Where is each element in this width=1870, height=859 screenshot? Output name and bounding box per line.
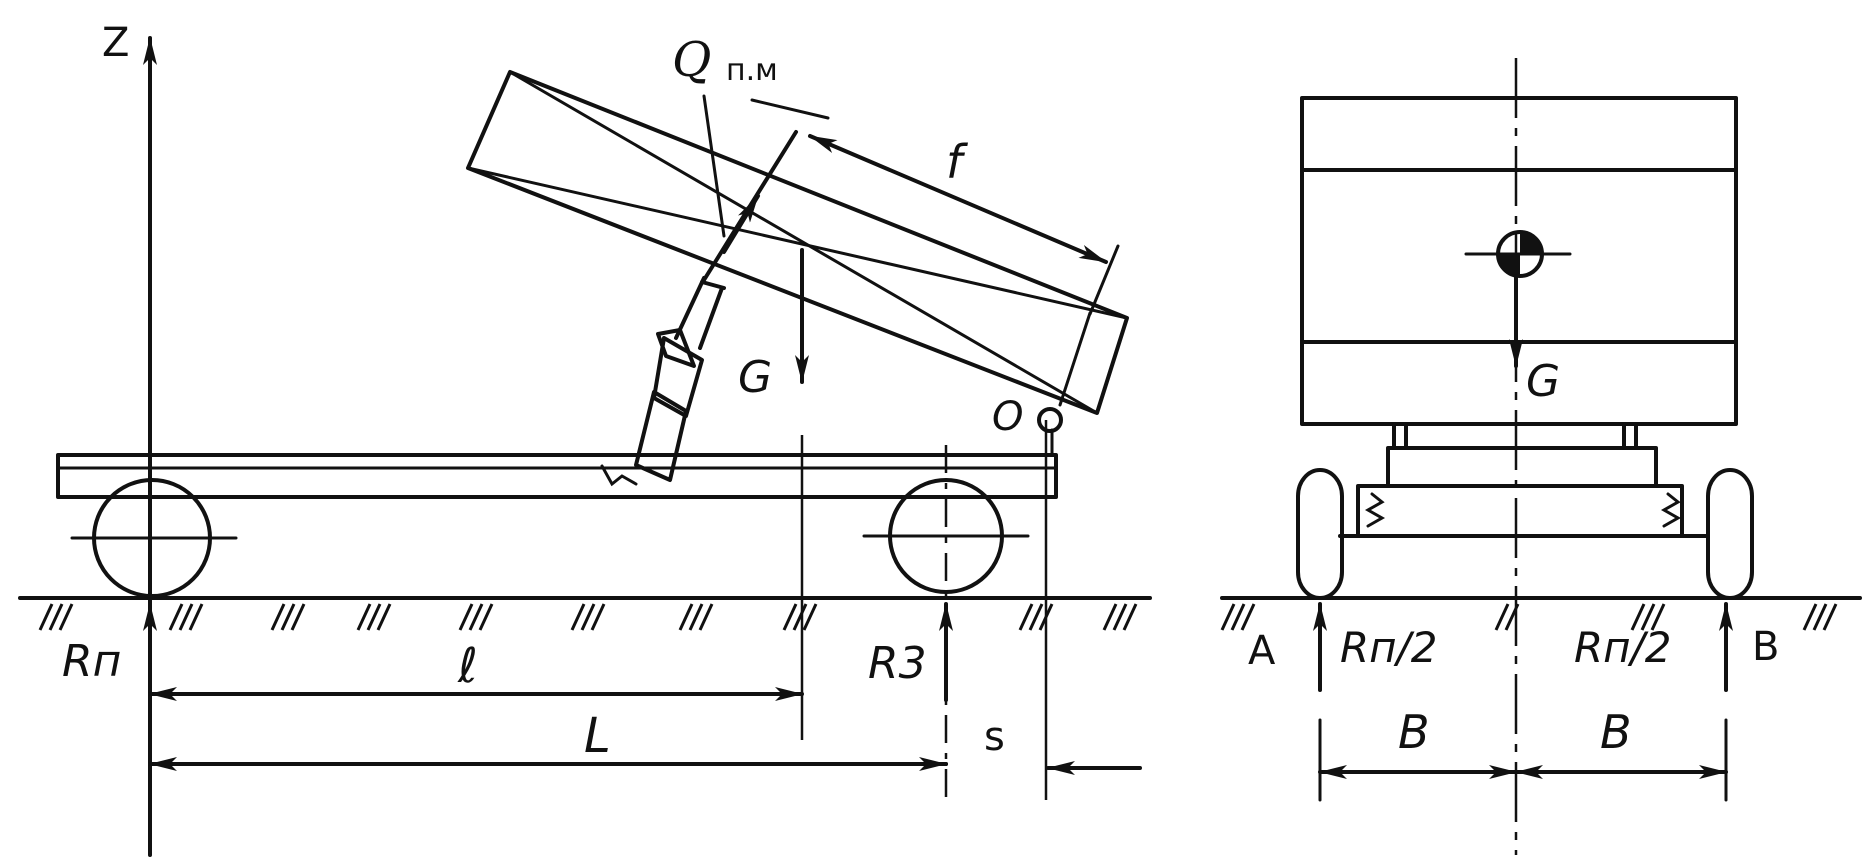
force-q-label: Q [672, 32, 711, 88]
rear-subframe-post-right [1622, 422, 1638, 450]
dim-f-line [808, 134, 1108, 264]
pivot-o-joint [1037, 407, 1063, 433]
chassis-frame [56, 453, 1058, 499]
point-b-label: B [1752, 624, 1779, 670]
dim-l-big-label: L [584, 708, 611, 764]
reaction-front-label: Rп [62, 636, 121, 687]
ground-hatching-rear [1220, 603, 1838, 631]
dim-f-label: f [946, 135, 968, 189]
reaction-left-label: Rп/2 [1340, 623, 1438, 672]
rear-spring-right [1660, 492, 1682, 528]
cog-fill-q1 [1520, 232, 1542, 254]
side-view: Z O [18, 20, 1152, 857]
rear-subframe-post-left [1392, 422, 1408, 450]
rear-axle-housing [1356, 484, 1684, 538]
dim-b-left-label: B [1398, 705, 1430, 759]
reaction-right-label: Rп/2 [1574, 623, 1672, 672]
force-q-subscript: п.м [726, 53, 778, 88]
cog-fill-q3 [1498, 254, 1520, 276]
rear-body-box [1300, 96, 1738, 426]
pivot-o-label: O [992, 394, 1023, 440]
point-a-label: A [1248, 628, 1276, 674]
rear-view: G A Rп/2 Rп/2 B B B [1220, 58, 1862, 855]
force-g-rear-label: G [1526, 356, 1560, 407]
rear-spring-left [1364, 492, 1386, 528]
dim-s-label: s [984, 714, 1005, 760]
dim-l-small-label: ℓ [457, 638, 478, 694]
dump-body [466, 70, 1129, 415]
hydraulic-cylinder [600, 276, 726, 487]
force-q-arrow-head [722, 194, 760, 254]
dim-f-ext-left [750, 98, 830, 120]
rear-tire-left [1296, 468, 1344, 600]
dim-f-ext-right [1088, 244, 1120, 316]
ground-hatching-side [38, 603, 1138, 631]
force-q-leader [702, 94, 726, 238]
dim-b-right-label: B [1600, 705, 1632, 759]
rear-subframe [1386, 446, 1658, 488]
reaction-rear-label: R3 [868, 638, 927, 689]
rear-tire-right [1706, 468, 1754, 600]
force-g-side-label: G [738, 352, 772, 403]
z-axis-label: Z [102, 20, 129, 66]
